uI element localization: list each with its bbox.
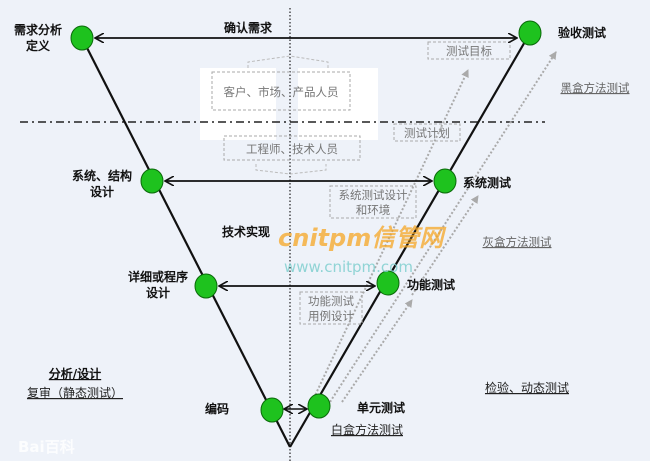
function-test-design-text-2: 用例设计 — [308, 309, 354, 323]
backdrop-left — [200, 68, 276, 140]
node-unit-test — [307, 393, 331, 419]
label-detail-design-1: 详细或程序 — [128, 269, 188, 284]
right-section-title: 检验、动态测试 — [485, 380, 569, 395]
function-test-design-text-1: 功能测试 — [308, 294, 354, 308]
node-system-design — [140, 168, 164, 194]
backdrop-right — [298, 68, 378, 140]
cnitpm-watermark: cnitpm信管网 — [278, 224, 447, 252]
system-test-design-text-1: 系统测试设计 — [339, 188, 408, 202]
gray-box-label: 灰盒方法测试 — [483, 235, 552, 249]
label-unit-test: 单元测试 — [357, 400, 405, 415]
left-section-title: 分析/设计 — [49, 366, 101, 381]
label-system-design-2: 设计 — [90, 184, 114, 199]
node-requirements — [70, 25, 94, 51]
dotted-arrow-test-goal — [311, 69, 469, 403]
cnitpm-url-watermark: www.cnitpm.com — [284, 258, 413, 276]
test-plan-text: 测试计划 — [404, 126, 450, 140]
engineers-text: 工程师、技术人员 — [246, 142, 338, 156]
function-test-design-box — [299, 291, 363, 325]
label-detail-design-2: 设计 — [146, 285, 170, 300]
node-detail-design — [194, 273, 218, 299]
black-box-label: 黑盒方法测试 — [561, 81, 630, 95]
dotted-arrow-function — [341, 299, 413, 403]
test-plan-box — [393, 123, 461, 142]
baidu-watermark: Bai百科 — [18, 438, 75, 456]
label-coding: 编码 — [204, 401, 229, 416]
v-right-line — [289, 32, 531, 448]
system-test-design-box — [329, 185, 417, 219]
test-goal-text: 测试目标 — [446, 44, 492, 58]
label-acceptance-test: 验收测试 — [558, 25, 606, 40]
engineers-bracket — [255, 164, 327, 175]
left-section-subtitle: 复审（静态测试） — [27, 385, 123, 400]
stakeholders-box — [211, 71, 351, 111]
label-system-design-1: 系统、结构 — [72, 168, 132, 183]
engineers-box — [223, 135, 361, 161]
node-acceptance-test — [518, 20, 542, 46]
label-system-test: 系统测试 — [463, 175, 511, 190]
v-left-line — [81, 37, 291, 448]
node-system-test — [433, 168, 457, 194]
label-requirements-1: 需求分析 — [14, 22, 62, 37]
stakeholders-text: 客户、市场、产品人员 — [224, 85, 339, 99]
label-requirements-2: 定义 — [26, 38, 51, 53]
node-function-test — [376, 270, 400, 296]
system-test-design-text-2: 和环境 — [356, 203, 391, 217]
node-coding — [260, 397, 284, 423]
label-confirm-requirements: 确认需求 — [224, 20, 273, 35]
stakeholders-bracket — [247, 55, 329, 68]
label-tech-implementation: 技术实现 — [222, 224, 270, 239]
dotted-arrow-acceptance — [329, 51, 557, 403]
white-box-label: 白盒方法测试 — [331, 422, 403, 437]
label-function-test: 功能测试 — [407, 277, 455, 292]
